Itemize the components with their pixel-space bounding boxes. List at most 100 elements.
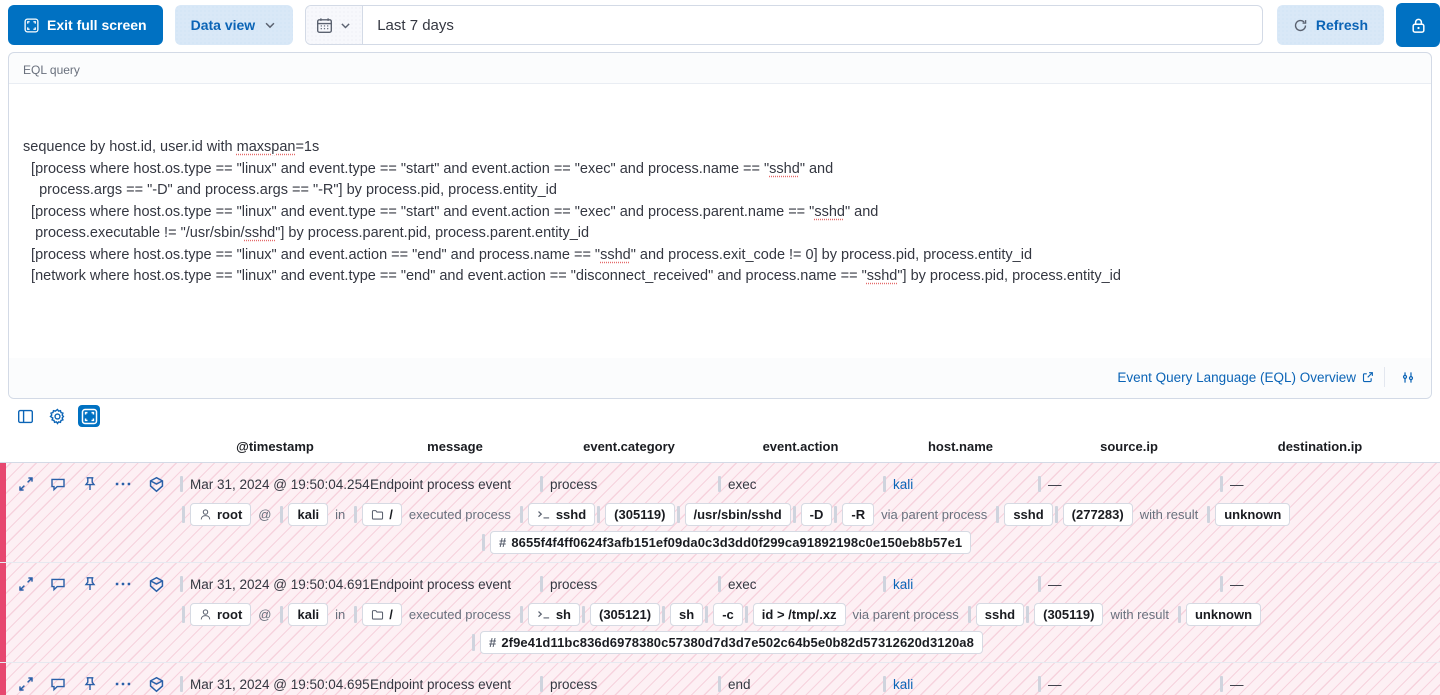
detail-chip[interactable]: (305119) bbox=[605, 503, 674, 526]
detail-chip[interactable]: id > /tmp/.xz bbox=[753, 603, 846, 626]
detail-chip[interactable]: root bbox=[190, 503, 251, 526]
table-row[interactable]: Mar 31, 2024 @ 19:50:04.254Endpoint proc… bbox=[0, 463, 1440, 563]
more-icon[interactable] bbox=[114, 676, 132, 692]
field-marker bbox=[354, 506, 357, 523]
detail-chip-label: sh bbox=[556, 607, 571, 622]
detail-chip[interactable]: sshd bbox=[1004, 503, 1052, 526]
row-detail-line: root@kaliin/executed processsh(305121)sh… bbox=[0, 603, 1440, 626]
refresh-icon bbox=[1293, 18, 1308, 33]
detail-chip[interactable]: / bbox=[362, 503, 402, 526]
detail-chip[interactable]: unknown bbox=[1215, 503, 1290, 526]
column-header-event-action[interactable]: event.action bbox=[718, 439, 883, 454]
table-row[interactable]: Mar 31, 2024 @ 19:50:04.691Endpoint proc… bbox=[0, 563, 1440, 663]
pin-icon[interactable] bbox=[82, 676, 98, 692]
expand-icon[interactable] bbox=[18, 476, 34, 492]
more-icon[interactable] bbox=[114, 476, 132, 492]
sliders-icon[interactable] bbox=[1395, 364, 1421, 390]
detail-chip-label: kali bbox=[297, 607, 319, 622]
detail-chip[interactable]: (305119) bbox=[1034, 603, 1103, 626]
comment-icon[interactable] bbox=[50, 676, 66, 692]
detail-chip[interactable]: sshd bbox=[976, 603, 1024, 626]
detail-text: executed process bbox=[402, 607, 518, 622]
date-quick-select-button[interactable] bbox=[306, 6, 363, 44]
column-header-destination-ip[interactable]: destination.ip bbox=[1220, 439, 1420, 454]
detail-chip[interactable]: -R bbox=[842, 503, 874, 526]
detail-chip[interactable]: kali bbox=[288, 603, 328, 626]
pin-icon[interactable] bbox=[82, 476, 98, 492]
detail-chip[interactable]: -c bbox=[713, 603, 743, 626]
eql-overview-link[interactable]: Event Query Language (EQL) Overview bbox=[1117, 370, 1374, 385]
detail-chip-label: (305121) bbox=[599, 607, 651, 622]
expand-icon[interactable] bbox=[18, 576, 34, 592]
column-header-message[interactable]: message bbox=[370, 439, 540, 454]
lock-button[interactable] bbox=[1396, 3, 1440, 47]
cell-host-name-value[interactable]: kali bbox=[893, 577, 913, 592]
detail-chip-label: (305119) bbox=[1043, 607, 1094, 622]
divider bbox=[1384, 367, 1385, 387]
field-marker bbox=[793, 506, 796, 523]
cell-message: Endpoint process event bbox=[370, 577, 540, 592]
detail-chip[interactable]: -D bbox=[801, 503, 833, 526]
field-marker bbox=[520, 506, 523, 523]
detail-chip[interactable]: /usr/sbin/sshd bbox=[685, 503, 791, 526]
cell-event-action-value: end bbox=[728, 677, 751, 692]
column-header-timestamp[interactable]: @timestamp bbox=[180, 439, 370, 454]
column-header-host-name[interactable]: host.name bbox=[883, 439, 1038, 454]
row-detail-line: root@kaliin/executed processsshd(305119)… bbox=[0, 503, 1440, 526]
detail-chip[interactable]: / bbox=[362, 603, 402, 626]
analyzer-icon[interactable] bbox=[148, 676, 165, 693]
gear-icon[interactable] bbox=[46, 405, 68, 427]
detail-chip[interactable]: unknown bbox=[1186, 603, 1261, 626]
refresh-button[interactable]: Refresh bbox=[1277, 5, 1384, 45]
detail-chip[interactable]: sh bbox=[528, 603, 580, 626]
comment-icon[interactable] bbox=[50, 476, 66, 492]
column-header-source-ip[interactable]: source.ip bbox=[1038, 439, 1220, 454]
data-view-button[interactable]: Data view bbox=[175, 5, 294, 45]
folder-icon bbox=[371, 608, 384, 621]
data-view-label: Data view bbox=[191, 17, 256, 33]
comment-icon[interactable] bbox=[50, 576, 66, 592]
console-icon bbox=[537, 609, 551, 621]
cell-destination-ip: — bbox=[1220, 576, 1420, 592]
process-hash-value: 8655f4f4ff0624f3afb151ef09da0c3d3dd0f299… bbox=[511, 535, 962, 550]
detail-chip[interactable]: sshd bbox=[528, 503, 595, 526]
eql-query-editor[interactable]: sequence by host.id, user.id with maxspa… bbox=[9, 83, 1431, 358]
date-picker[interactable]: Last 7 days bbox=[305, 5, 1263, 45]
columns-icon[interactable] bbox=[14, 405, 36, 427]
detail-chip[interactable]: root bbox=[190, 603, 251, 626]
detail-text: @ bbox=[251, 507, 278, 522]
detail-chip[interactable]: sh bbox=[670, 603, 703, 626]
top-toolbar: Exit full screen Data view bbox=[0, 0, 1440, 50]
cell-destination-ip-value: — bbox=[1230, 677, 1244, 692]
detail-chip-label: root bbox=[217, 507, 242, 522]
cell-host-name-value[interactable]: kali bbox=[893, 477, 913, 492]
process-hash-chip[interactable]: #8655f4f4ff0624f3afb151ef09da0c3d3dd0f29… bbox=[490, 531, 971, 554]
user-icon bbox=[199, 508, 212, 521]
exit-full-screen-button[interactable]: Exit full screen bbox=[8, 5, 163, 45]
expand-icon[interactable] bbox=[18, 676, 34, 692]
column-header-event-category[interactable]: event.category bbox=[540, 439, 718, 454]
analyzer-icon[interactable] bbox=[148, 576, 165, 593]
resize-handle-icon[interactable] bbox=[1414, 342, 1428, 356]
date-range-input[interactable]: Last 7 days bbox=[363, 6, 1262, 44]
detail-chip-label: -c bbox=[722, 607, 734, 622]
field-marker bbox=[520, 606, 523, 623]
detail-chip[interactable]: kali bbox=[288, 503, 328, 526]
field-marker bbox=[745, 606, 748, 623]
full-screen-icon[interactable] bbox=[78, 405, 100, 427]
analyzer-icon[interactable] bbox=[148, 476, 165, 493]
table-row[interactable]: Mar 31, 2024 @ 19:50:04.695Endpoint proc… bbox=[0, 663, 1440, 695]
pin-icon[interactable] bbox=[82, 576, 98, 592]
external-link-icon bbox=[1362, 371, 1374, 383]
more-icon[interactable] bbox=[114, 576, 132, 592]
detail-text: @ bbox=[251, 607, 278, 622]
detail-chip[interactable]: (305121) bbox=[590, 603, 660, 626]
cell-host-name-value[interactable]: kali bbox=[893, 677, 913, 692]
cell-message-value: Endpoint process event bbox=[370, 477, 511, 492]
detail-chip-label: sshd bbox=[985, 607, 1015, 622]
process-hash-chip[interactable]: #2f9e41d11bc836d6978380c57380d7d3d7e502c… bbox=[480, 631, 983, 654]
row-hash-line: #2f9e41d11bc836d6978380c57380d7d3d7e502c… bbox=[0, 631, 1440, 654]
cell-destination-ip-value: — bbox=[1230, 477, 1244, 492]
hash-symbol-icon: # bbox=[499, 535, 506, 550]
detail-chip[interactable]: (277283) bbox=[1063, 503, 1133, 526]
